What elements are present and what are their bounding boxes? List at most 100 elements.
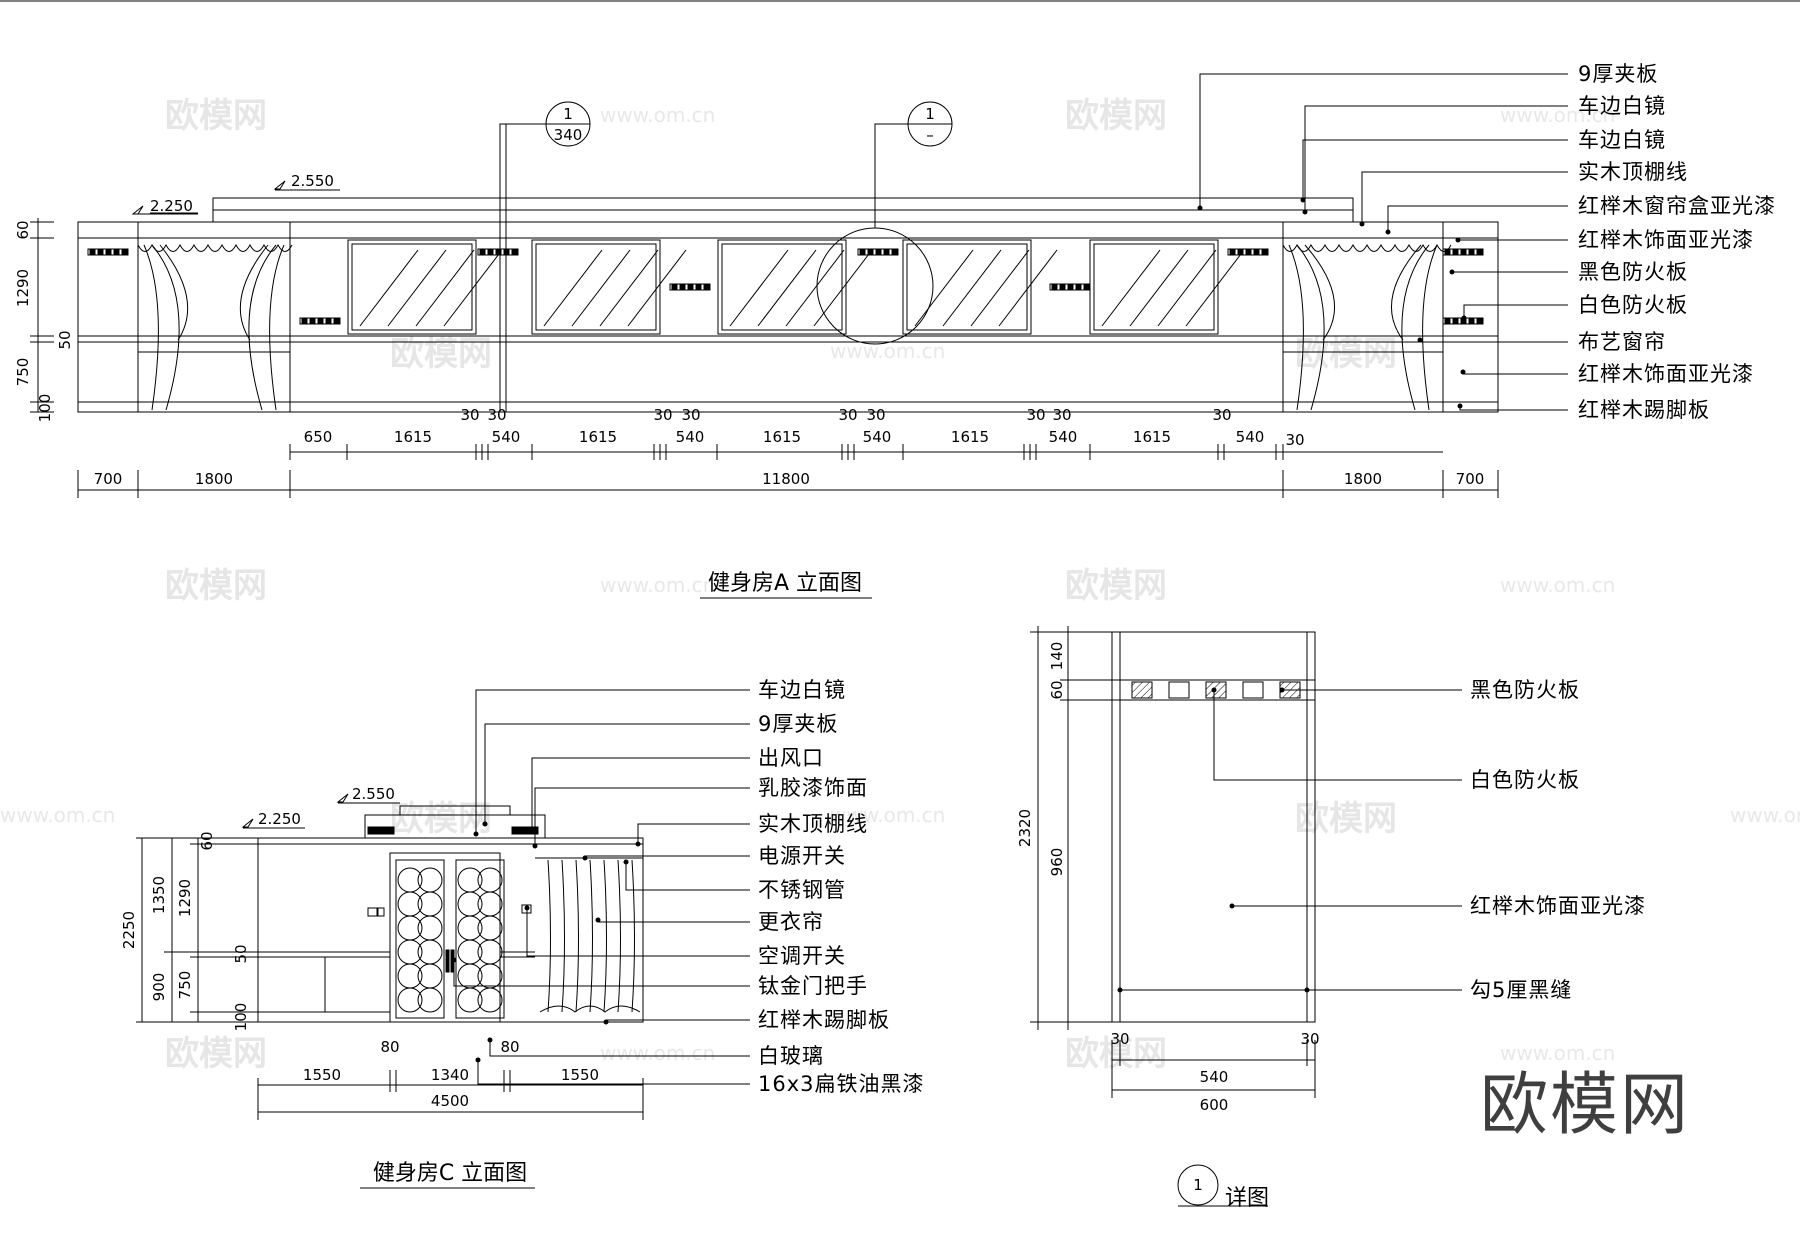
- leader-line: [637, 823, 750, 844]
- material-label: 实木顶棚线: [758, 812, 868, 836]
- watermark-url: www.om.cn: [830, 803, 945, 827]
- dim-h: 1340: [431, 1066, 469, 1084]
- fireboard-strip: [299, 317, 341, 325]
- dim-v: 1290: [176, 879, 194, 917]
- dim-v: 1350: [150, 876, 168, 914]
- mirror-reflection: [443, 249, 503, 327]
- fireboard-block: [1242, 681, 1264, 699]
- material-label: 黑色防火板: [1578, 260, 1688, 284]
- door-ironwork: [397, 867, 503, 1013]
- leader-line: [526, 908, 750, 957]
- material-label: 乳胶漆饰面: [758, 776, 868, 800]
- dim-h: 4500: [431, 1092, 469, 1110]
- curtain-hem: [539, 1005, 641, 1013]
- dim-v: 2250: [120, 911, 138, 949]
- dim-h: 1550: [561, 1066, 599, 1084]
- material-label: 出风口: [758, 746, 824, 770]
- leader-line: [625, 862, 750, 891]
- dim-v: 60: [14, 220, 32, 239]
- leader-dot: [635, 841, 641, 847]
- material-label: 车边白镜: [1578, 128, 1666, 152]
- door-leaf-left: [395, 859, 445, 1019]
- material-label: 红榉木窗帘盒亚光漆: [1578, 194, 1776, 218]
- leader-dot: [1385, 229, 1391, 235]
- curtain-fold: [603, 859, 607, 1013]
- curtain-fold: [547, 859, 551, 1013]
- watermark-brand: 欧模网: [165, 1034, 267, 1074]
- dim-h: 80: [500, 1038, 519, 1056]
- leader-dot: [603, 1019, 609, 1025]
- mirror-reflection: [1101, 249, 1161, 327]
- leader-dot: [487, 1037, 493, 1043]
- leader-line: [453, 960, 750, 987]
- mirror-reflection: [942, 249, 1002, 327]
- dim-h: 540: [492, 428, 521, 446]
- door-handle: [445, 949, 450, 973]
- mirror-inner: [351, 243, 473, 331]
- fireboard-strips: [87, 248, 1484, 325]
- leader-dot: [532, 843, 538, 849]
- dim-v: 100: [36, 394, 54, 423]
- mirror-inner: [906, 243, 1028, 331]
- leader-line: [1199, 73, 1568, 208]
- material-label: 车边白镜: [758, 678, 846, 702]
- leaders-a: [1197, 73, 1568, 411]
- curtain-fold: [589, 859, 593, 1013]
- level-low: 2.250: [150, 197, 193, 215]
- watermark-brand: 欧模网: [1295, 799, 1397, 839]
- dim-h: 1615: [763, 428, 801, 446]
- mirror-reflection: [599, 249, 659, 327]
- dim-h: 30: [1026, 406, 1045, 424]
- leader-dot: [1117, 987, 1123, 993]
- material-label: 红榉木踢脚板: [758, 1008, 890, 1032]
- mirror-panel: [531, 239, 661, 335]
- elevation-c-title: 健身房C 立面图: [373, 1161, 527, 1186]
- watermark-brand: 欧模网: [1065, 96, 1167, 136]
- mirror-inner: [1093, 243, 1215, 331]
- leader-dot: [1460, 369, 1466, 375]
- watermark-url: www.om.cn: [600, 103, 715, 127]
- leader-dot: [482, 821, 488, 827]
- leader-dot: [1300, 197, 1306, 203]
- material-label: 白色防火板: [1578, 293, 1688, 317]
- leader-line: [1361, 171, 1568, 224]
- mirror-reflection: [387, 249, 447, 327]
- callout-1-bottom: 340: [554, 126, 583, 144]
- watermark-brand: 欧模网: [165, 96, 267, 136]
- detail-callout-circle: [816, 227, 934, 345]
- fireboard-strip: [1442, 248, 1484, 256]
- mirror-reflection: [627, 249, 687, 327]
- dim-h: 540: [1200, 1068, 1229, 1086]
- leader-dot: [595, 917, 601, 923]
- fireboard-strip: [477, 248, 519, 256]
- door-leaf-right: [455, 859, 505, 1019]
- leaders-detail: [1117, 687, 1462, 993]
- dim-h: 1550: [303, 1066, 341, 1084]
- material-label: 16x3扁铁油黑漆: [758, 1072, 925, 1096]
- horizontal-dimensions-c: [257, 1070, 644, 1120]
- level-triangle: [241, 818, 305, 829]
- power-switch: [367, 907, 378, 917]
- material-label: 空调开关: [758, 944, 846, 968]
- dim-h: 30: [1212, 406, 1231, 424]
- leader-line: [484, 723, 750, 824]
- changing-curtain: [539, 859, 641, 1013]
- leader-line: [1463, 304, 1568, 318]
- leader-dot: [1455, 237, 1461, 243]
- dim-h: 30: [838, 406, 857, 424]
- material-label: 红榉木饰面亚光漆: [1578, 362, 1754, 386]
- mirror-reflection: [571, 249, 631, 327]
- dim-h: 1615: [951, 428, 989, 446]
- callout-1-top: 1: [563, 105, 573, 123]
- leader-line: [1459, 406, 1568, 411]
- door-ring: [477, 987, 503, 1013]
- mirror-reflection: [729, 249, 789, 327]
- dim-h: 540: [1236, 428, 1265, 446]
- leader-dot: [451, 957, 457, 963]
- material-label: 实木顶棚线: [1578, 160, 1688, 184]
- dims-row-1-c: 1550 80 1340 80 1550 4500: [303, 1038, 599, 1110]
- dim-h: 30: [1300, 1030, 1319, 1048]
- watermark-url: www.om.cn: [0, 803, 115, 827]
